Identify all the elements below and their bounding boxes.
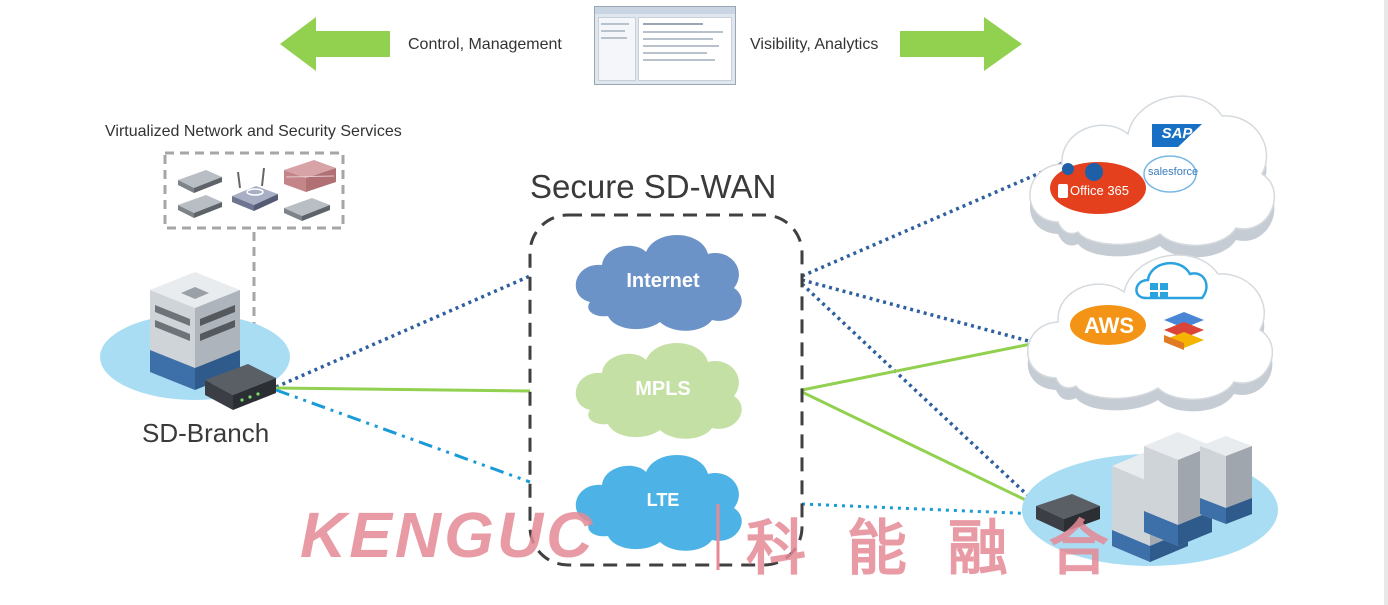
mpls-datacenter-link <box>801 390 1039 508</box>
mpls-cloud-label: MPLS <box>635 378 691 400</box>
gcp-stack-logo <box>1164 312 1204 350</box>
iaas-cloud <box>1027 254 1274 412</box>
secure-sdwan-title: Secure SD-WAN <box>530 168 777 205</box>
branch-internet-link <box>275 274 531 389</box>
wireless-router-icon <box>232 167 278 211</box>
internet-saas-link <box>801 158 1071 278</box>
salesforce-logo <box>1143 155 1197 193</box>
management-console-screenshot <box>594 6 736 85</box>
mpls-iaas-link <box>801 341 1037 392</box>
virtual-appliance-icon <box>178 195 222 218</box>
datacenter-appliance-icon <box>1036 494 1100 532</box>
left-arrow-icon <box>280 17 390 71</box>
sap-logo <box>1152 124 1202 147</box>
datacenter-tower-icon <box>1200 436 1252 524</box>
virtual-appliance-icon <box>178 170 222 193</box>
sd-branch-label: SD-Branch <box>142 418 270 448</box>
control-management-label: Control, Management <box>408 36 562 53</box>
sap-logo-text: SAP <box>1161 125 1193 142</box>
watermark-latin: KENGUC <box>300 499 596 571</box>
office365-logo-text: Office 365 <box>1070 183 1130 198</box>
azure-cloud-logo <box>1135 261 1208 300</box>
aws-logo-text: AWS <box>1083 313 1135 338</box>
secure-sdwan-box <box>528 213 804 567</box>
internet-cloud <box>575 234 742 331</box>
branch-lte-link <box>275 388 531 484</box>
datacenter-tower-icon <box>1144 432 1212 546</box>
sd-branch-appliance-icon <box>205 364 276 410</box>
virtualized-services-title: Virtualized Network and Security Service… <box>105 123 402 140</box>
visibility-analytics-label: Visibility, Analytics <box>750 36 879 53</box>
branch-building-icon <box>150 272 240 390</box>
window-edge <box>1384 0 1388 605</box>
internet-cloud-label: Internet <box>626 270 700 292</box>
aws-logo <box>1070 305 1146 345</box>
internet-datacenter-link <box>800 282 1040 507</box>
right-arrow-icon <box>900 17 1022 71</box>
branch-mpls-link <box>275 386 531 393</box>
mpls-cloud <box>575 342 742 439</box>
salesforce-logo-text: salesforce <box>1148 166 1199 178</box>
watermark-cjk: 科 能 融 合 <box>746 514 1119 584</box>
office365-logo <box>1050 162 1146 214</box>
internet-iaas-link <box>801 278 1037 345</box>
lte-cloud <box>575 454 742 551</box>
virtual-appliance-icon <box>284 198 330 221</box>
lte-cloud-label: LTE <box>646 490 680 510</box>
firewall-icon <box>284 160 336 192</box>
virtualized-services-box <box>163 151 345 230</box>
